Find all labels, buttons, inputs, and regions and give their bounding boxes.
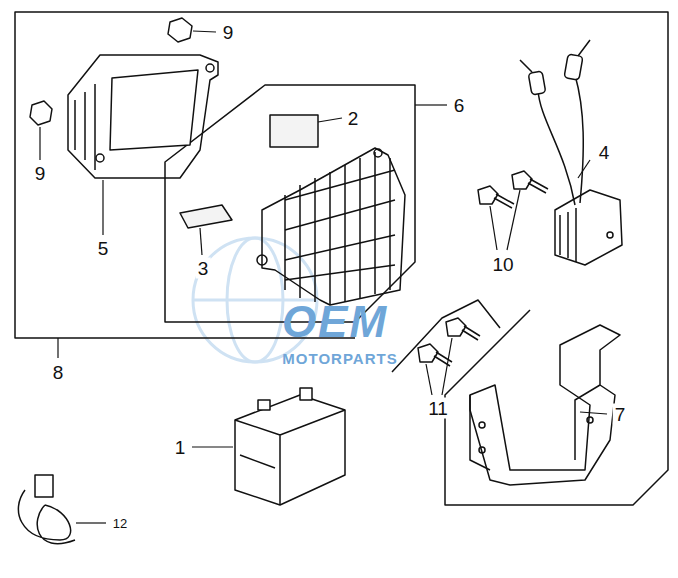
callout-number: 11 (426, 398, 450, 419)
callout-number: 3 (196, 258, 211, 279)
callout-number: 8 (51, 362, 66, 383)
callout-number: 1 (173, 437, 188, 458)
voltage-regulator (520, 40, 622, 265)
callout-number: 10 (490, 254, 515, 275)
watermark-text: MOTORPARTS (280, 350, 399, 367)
battery-bracket (470, 325, 620, 485)
nut (168, 18, 192, 42)
wire-harness (18, 475, 75, 544)
battery (235, 388, 345, 505)
group-outline (15, 12, 668, 505)
group-outline (165, 85, 415, 322)
watermark-text: OEM (280, 299, 390, 345)
callout-number: 2 (346, 108, 361, 129)
callout-number: 4 (597, 142, 612, 163)
callout-number: 9 (33, 163, 48, 184)
pad (180, 205, 232, 228)
callout-number: 12 (111, 516, 129, 531)
fuse-box (257, 148, 405, 305)
bolt (418, 318, 480, 366)
callout-number: 9 (221, 22, 236, 43)
pad (270, 115, 318, 147)
leader-line (40, 31, 607, 523)
callout-number: 7 (613, 404, 628, 425)
group-outline (392, 300, 500, 372)
fuse-box-cover (68, 55, 218, 178)
nut (30, 101, 52, 125)
callout-number: 6 (452, 95, 467, 116)
bolt (478, 171, 548, 208)
callout-number: 5 (96, 238, 111, 259)
